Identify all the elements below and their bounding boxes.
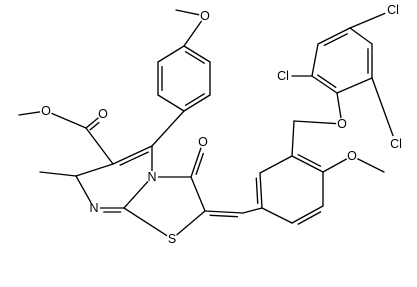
bond-Omr-CH3r — [357, 158, 385, 173]
atom-label-n-ring: N — [147, 170, 156, 184]
bond-pa3-pa4 — [183, 94, 211, 112]
double-bond-r1-r2 — [255, 177, 259, 205]
double-bond-pa1-pa2 — [184, 50, 205, 64]
bond-t4-t5 — [349, 27, 373, 45]
double-bond-t3-t4 — [323, 33, 348, 47]
atom-label-cl-left: Cl — [277, 69, 289, 83]
bond-lines — [18, 9, 394, 237]
bond-C6-C7 — [75, 163, 114, 177]
bond-r4-Omr — [322, 158, 347, 173]
bond-r3-r4 — [291, 155, 324, 173]
atom-label-o-ester-carbonyl: O — [98, 107, 108, 121]
bond-C8a-Nr — [123, 181, 149, 209]
double-bond-t1-t2 — [317, 74, 337, 88]
bond-Otop-pa1 — [183, 20, 202, 47]
bond-t1-t2 — [311, 75, 338, 94]
bond-CH-r1 — [242, 207, 263, 214]
bond-r5-r6 — [291, 205, 324, 224]
bond-S1-C8a — [123, 207, 168, 237]
bond-C2-S1 — [176, 210, 206, 236]
bond-CH2-Oeth — [293, 120, 337, 125]
bond-C7-CH3m — [39, 171, 77, 177]
atom-label-n-imine: N — [89, 201, 98, 215]
bond-t6-t1 — [336, 77, 373, 94]
bond-pa6-pa1 — [157, 45, 185, 63]
double-bond-C3-Ok — [195, 152, 204, 175]
atom-label-o-methoxy-right: O — [347, 149, 357, 163]
bond-C3-Ok — [190, 147, 202, 178]
bond-C7-Nim — [75, 175, 92, 204]
bond-pa1-pa2 — [183, 45, 211, 63]
bond-Oalk-CH3e — [18, 111, 41, 116]
bond-t2-t3 — [311, 43, 319, 77]
bond-Cest-Ocarb — [85, 117, 99, 129]
atom-label-s-thiazole: S — [168, 232, 176, 246]
bond-t3-t4 — [317, 27, 351, 45]
bond-pa4-pa5 — [157, 94, 185, 112]
atom-label-o-ester-alkoxy: O — [41, 104, 51, 118]
bond-r3-CH2 — [291, 120, 295, 157]
atom-label-cl-right: Cl — [390, 137, 402, 151]
bond-C6-Cest — [85, 127, 114, 165]
atom-label-cl-top-right: Cl — [387, 3, 399, 17]
atom-label-o-ether: O — [337, 117, 347, 131]
bond-CH3t-Otop — [175, 9, 200, 16]
bond-C2-CH — [204, 210, 244, 214]
double-bond-r3-r4 — [297, 154, 322, 167]
double-bond-r5-r6 — [297, 211, 322, 225]
double-bond-pa3-pa4 — [184, 93, 205, 107]
bond-t4-Clt — [349, 12, 386, 29]
bond-Cest-Oalk — [51, 112, 87, 129]
atom-label-o-ketone: O — [198, 135, 208, 149]
double-bond-Cest-Ocarb — [89, 121, 100, 131]
bond-r6-r1 — [261, 207, 293, 224]
bond-Oeth-t1 — [336, 92, 342, 119]
bond-C3-C2 — [190, 176, 206, 212]
bond-r2-r3 — [259, 155, 293, 174]
double-bond-C5-C6 — [119, 151, 149, 166]
atom-label-o-methoxy-top: O — [200, 9, 210, 23]
bond-pa4-C5 — [151, 110, 185, 147]
bond-r1-r2 — [259, 172, 263, 209]
double-bond-C2-CH — [209, 214, 239, 218]
bond-t6-Clr — [371, 77, 394, 137]
bond-C5-C6 — [112, 145, 153, 165]
